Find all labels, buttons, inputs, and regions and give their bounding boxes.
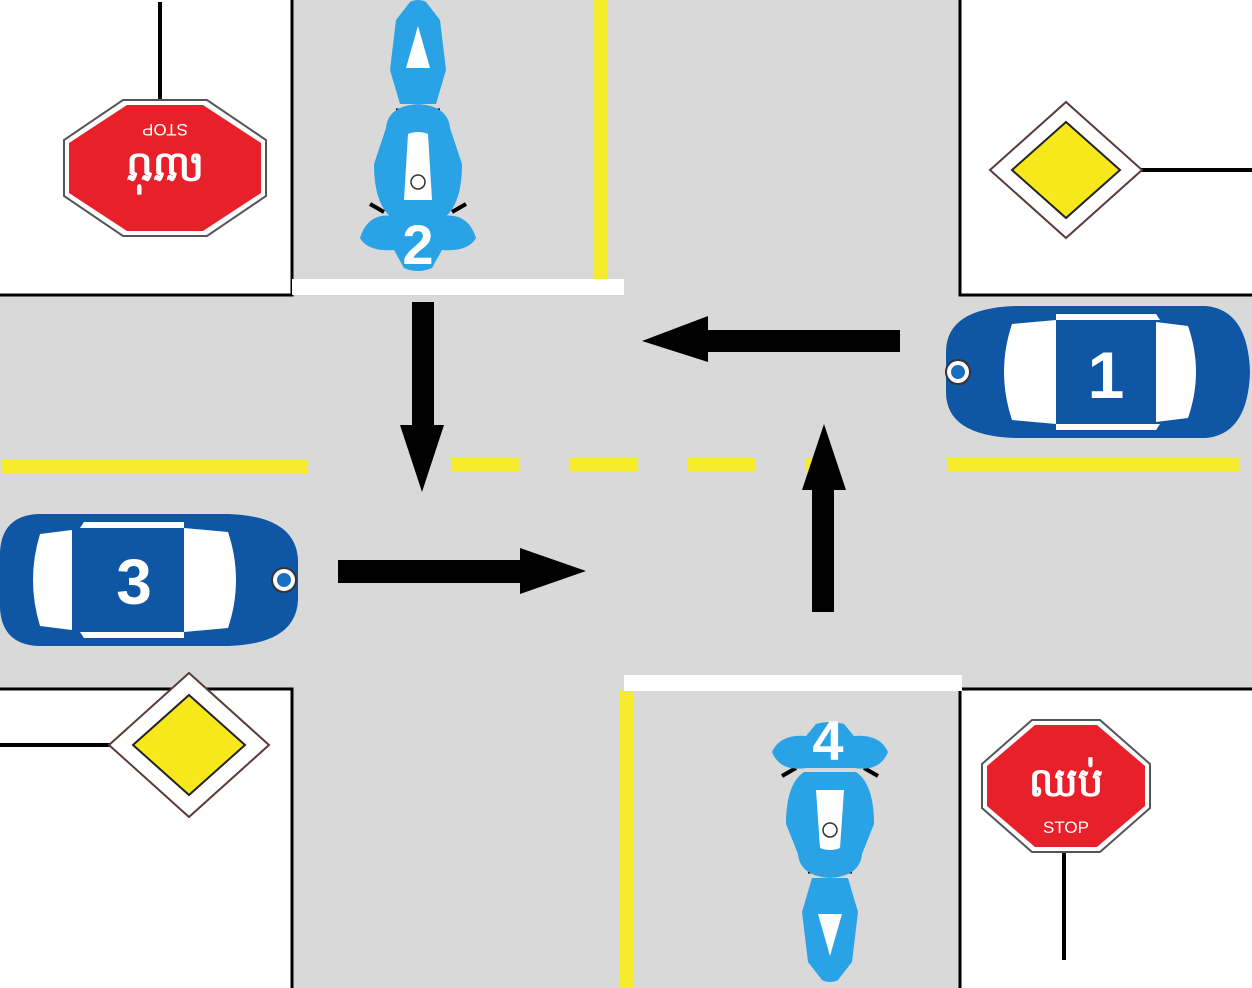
car-3-number: 3 (116, 546, 152, 618)
motorcycle-2-number: 2 (402, 213, 433, 276)
lane-dash (570, 458, 638, 472)
motorcycle-4-number: 4 (812, 709, 843, 772)
car-3: 3 (0, 514, 298, 646)
lane-line-top (594, 0, 608, 280)
lane-line-left (2, 460, 308, 474)
arrow-right-icon (338, 548, 586, 594)
arrow-left-icon (642, 316, 900, 362)
car-1-number: 1 (1088, 338, 1125, 412)
curb-bottom-left (0, 687, 294, 988)
motorcycle-4 (772, 722, 888, 982)
lane-line-bottom (620, 690, 634, 988)
stop-sign-top-left: ឈប់ STOP (63, 99, 267, 237)
lane-dash (452, 458, 520, 472)
arrow-up-icon (802, 424, 846, 612)
stop-sign-english-text: STOP (1043, 818, 1089, 837)
stop-sign-khmer-text: ឈប់ (126, 144, 204, 195)
motorcycle-2: 2 (360, 0, 476, 276)
arrow-down-icon (400, 302, 444, 492)
stop-sign-bottom-right: ឈប់ STOP (981, 719, 1151, 853)
priority-sign-top-right (988, 100, 1144, 240)
curb-top-right (958, 0, 1252, 297)
lane-dash (688, 458, 756, 472)
stop-sign-khmer-text: ឈប់ (1029, 757, 1103, 806)
stop-sign-english-text: STOP (142, 120, 188, 139)
car-1: 1 (945, 306, 1250, 438)
stop-line-bottom (624, 675, 962, 691)
priority-sign-bottom-left (107, 671, 271, 819)
direction-arrows (338, 302, 900, 612)
stop-line-top (292, 279, 624, 295)
lane-line-right (948, 458, 1240, 472)
